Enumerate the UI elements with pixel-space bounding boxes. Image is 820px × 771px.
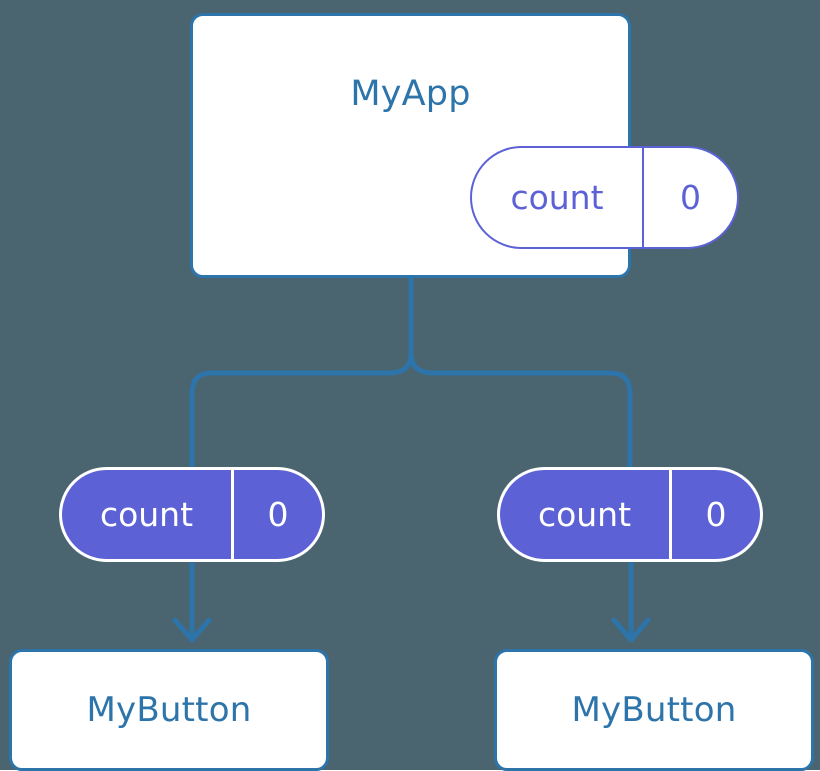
component-name-myapp: MyApp bbox=[350, 74, 471, 114]
branch-split-left bbox=[189, 351, 414, 470]
state-value-label: 0 bbox=[680, 178, 701, 217]
component-card-mybutton-right[interactable]: MyButton bbox=[494, 649, 814, 771]
state-pill-child-right[interactable]: count 0 bbox=[497, 467, 763, 562]
state-value-label: 0 bbox=[705, 495, 727, 534]
component-card-mybutton-left[interactable]: MyButton bbox=[9, 649, 329, 771]
state-value-label: 0 bbox=[267, 495, 289, 534]
component-card-myapp[interactable]: MyApp count 0 bbox=[190, 13, 739, 278]
state-pill-myapp[interactable]: count 0 bbox=[470, 146, 739, 249]
component-name-mybutton: MyButton bbox=[86, 690, 252, 730]
state-pill-child-left[interactable]: count 0 bbox=[59, 467, 325, 562]
state-key-label: count bbox=[472, 148, 644, 247]
state-key-label: count bbox=[62, 470, 234, 559]
branch-split-right bbox=[408, 351, 633, 470]
arrow-head-left bbox=[172, 617, 212, 643]
arrow-head-right bbox=[611, 617, 651, 643]
state-key-label: count bbox=[500, 470, 672, 559]
component-name-mybutton: MyButton bbox=[571, 690, 737, 730]
